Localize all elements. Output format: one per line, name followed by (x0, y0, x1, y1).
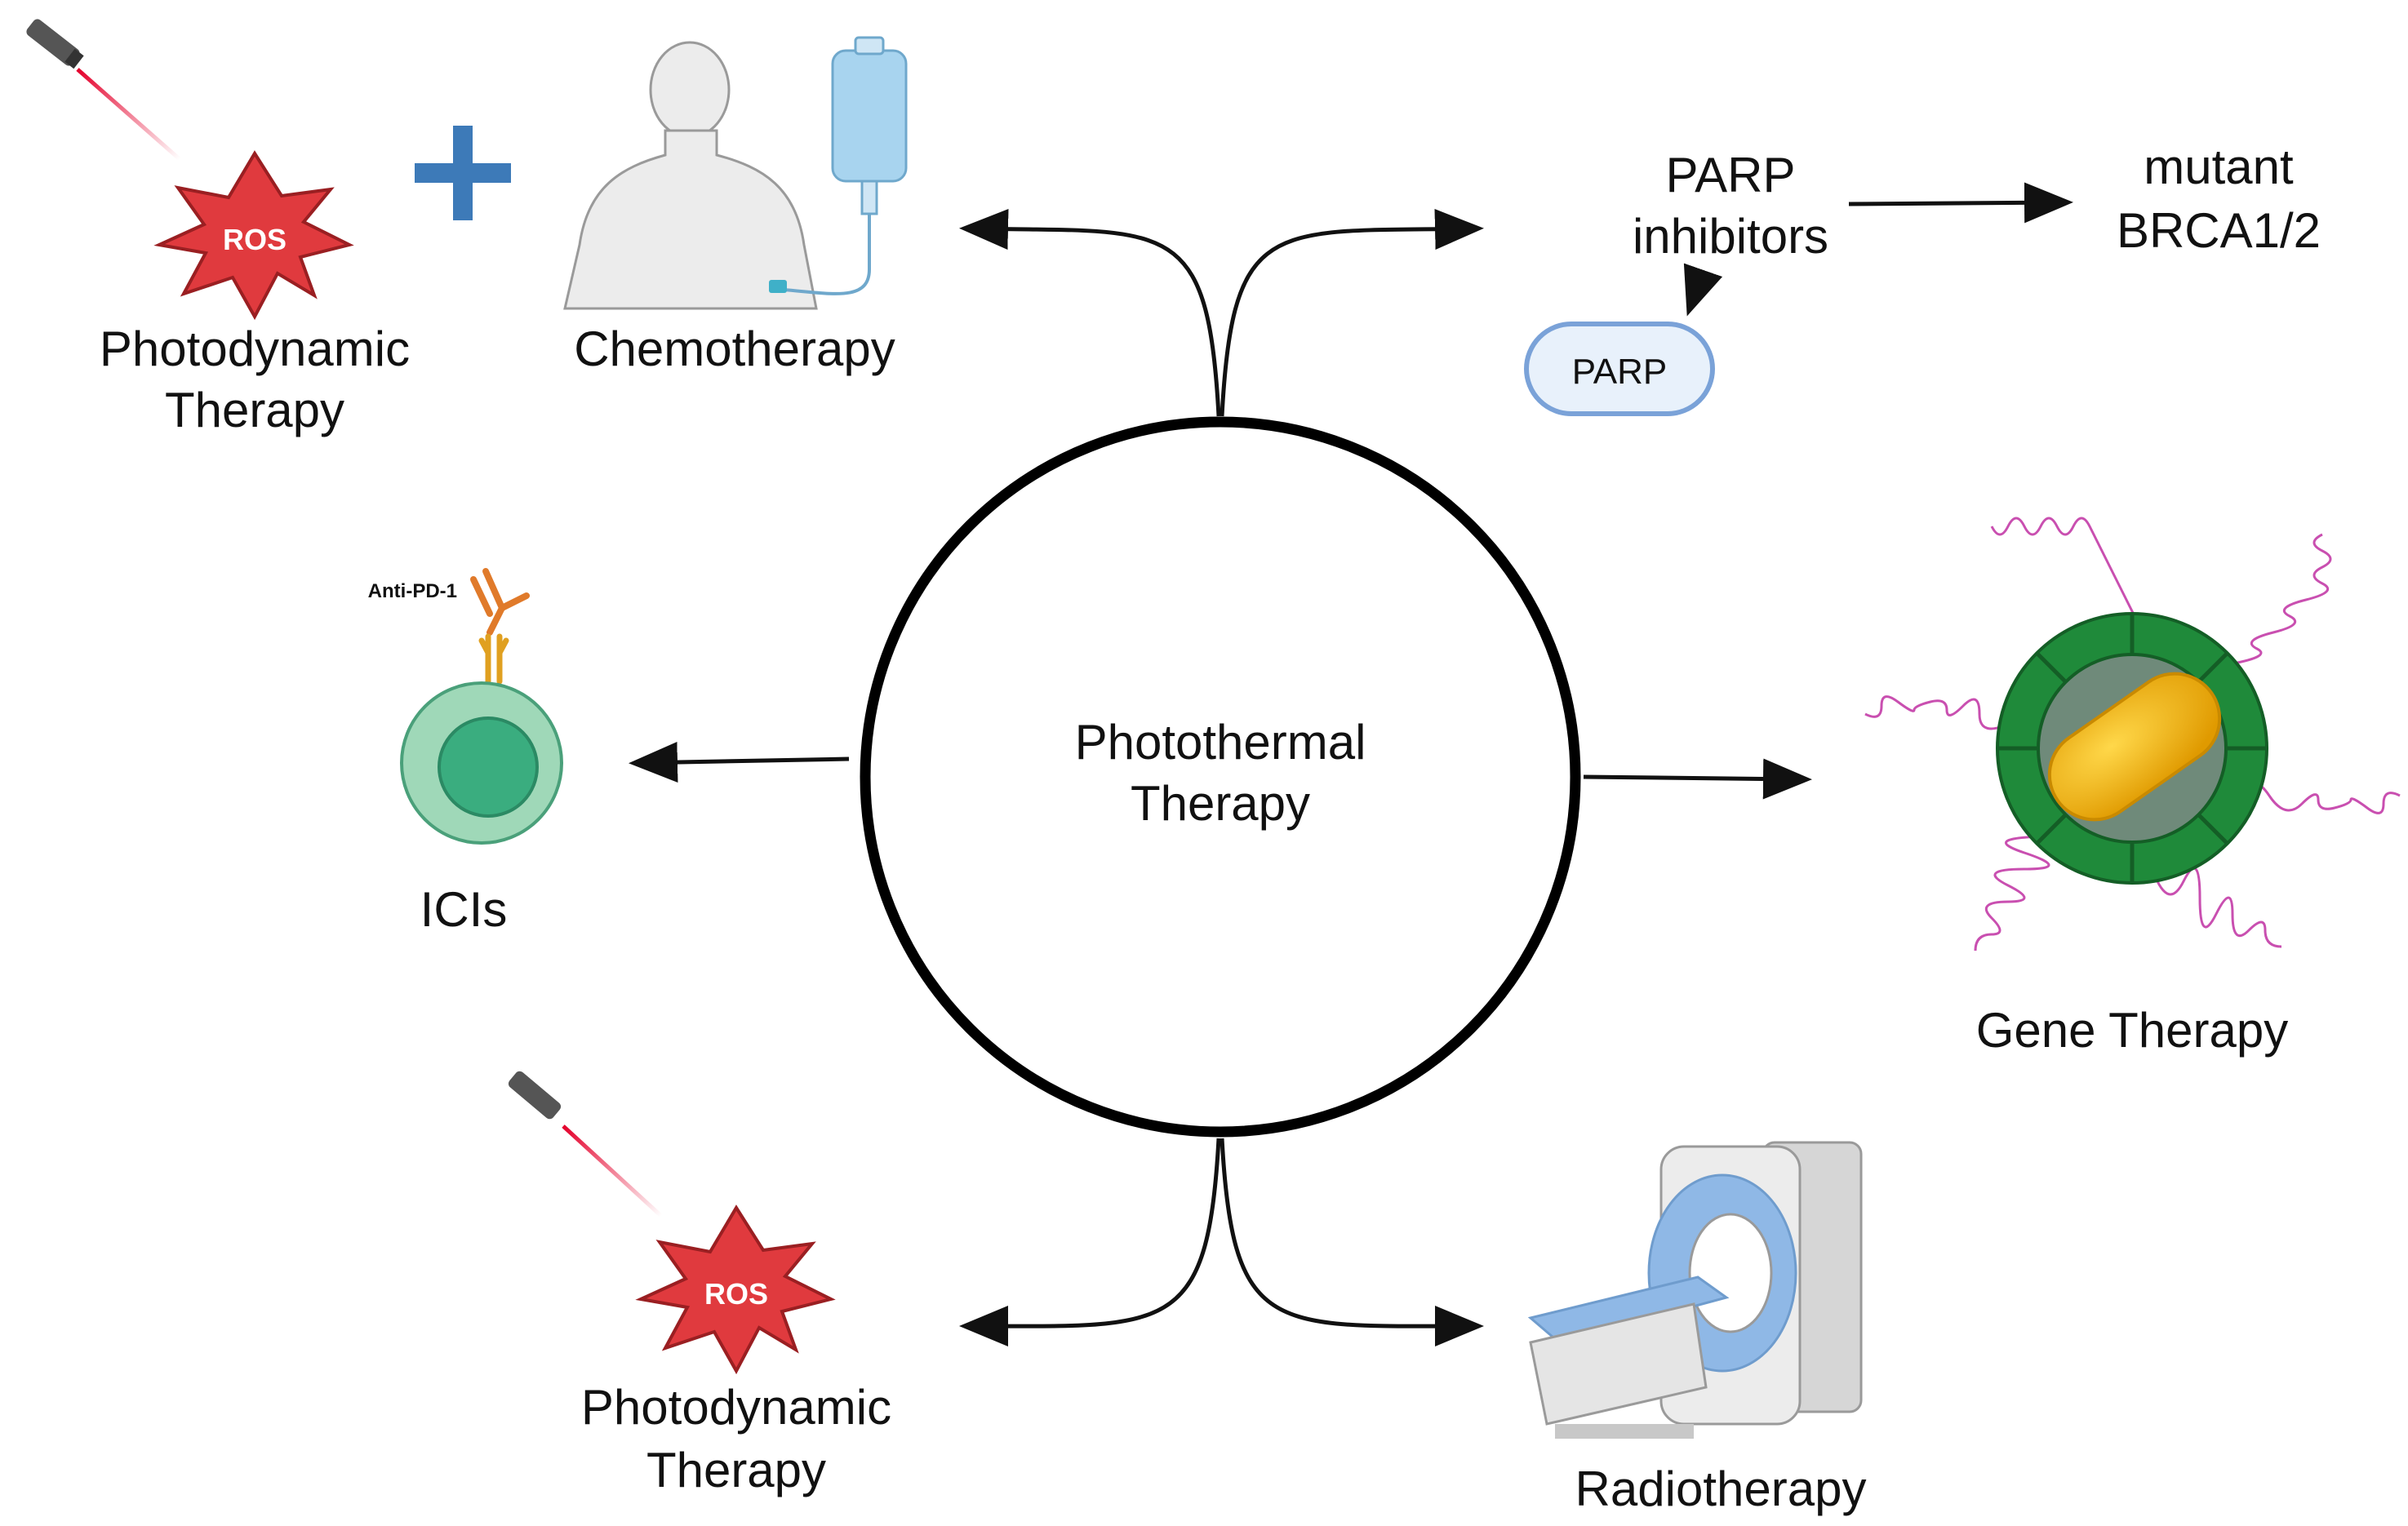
pdt-bottom-label-line2: Therapy (646, 1443, 826, 1497)
arrow-to-gene (1583, 758, 1812, 800)
pd1-receptor-icon (478, 633, 509, 685)
antibody-icon (470, 568, 530, 636)
arrow-to-radiotherapy (1220, 1138, 1484, 1347)
arrow-parp-inhib-to-parp (1683, 263, 1723, 317)
plus-icon (415, 126, 511, 220)
chemotherapy-group: Chemotherapy (563, 36, 908, 376)
ros-label-top: ROS (223, 223, 287, 256)
arrow-to-ici (629, 742, 850, 783)
ici-label: ICIs (420, 882, 508, 937)
pdt-bottom-group: ROS Photodynamic Therapy (508, 1071, 891, 1497)
radiotherapy-label: Radiotherapy (1575, 1462, 1867, 1516)
arrow-to-chemo-pdt (959, 209, 1221, 417)
gene-therapy-label: Gene Therapy (1976, 1003, 2288, 1058)
arrow-to-bottom-pdt (959, 1138, 1221, 1347)
brca-label-line2: BRCA1/2 (2117, 203, 2321, 258)
chemotherapy-label: Chemotherapy (574, 322, 895, 376)
arrow-to-parp (1220, 209, 1484, 417)
gene-therapy-group: Gene Therapy (1864, 517, 2401, 1058)
laser-pointer-icon (508, 1071, 663, 1218)
parp-box-label: PARP (1572, 352, 1668, 392)
center-label-line1: Photothermal (1075, 715, 1366, 770)
parp-box: PARP (1524, 322, 1715, 416)
patient-body-icon (563, 41, 818, 310)
arrow-parp-to-brca (1848, 182, 2073, 224)
iv-bag-icon (769, 36, 908, 295)
center-label-line2: Therapy (1131, 776, 1310, 831)
brca-label-line1: mutant (2144, 140, 2294, 194)
ros-burst-icon: ROS (635, 1204, 836, 1375)
ici-group: Anti-PD-1 ICIs (368, 568, 563, 937)
connector-arrows (629, 182, 2073, 1347)
scanner-icon (1527, 1141, 1863, 1439)
pdt-top-group: ROS Photodynamic Therapy (26, 19, 410, 437)
pdt-top-label-line2: Therapy (165, 383, 344, 437)
radiotherapy-group: Radiotherapy (1527, 1141, 1867, 1516)
anti-pd1-label: Anti-PD-1 (368, 580, 457, 602)
parp-inhibitors-line1: PARP (1666, 148, 1796, 202)
laser-pointer-icon (26, 19, 181, 161)
pdt-top-label-line1: Photodynamic (100, 322, 410, 376)
photothermal-therapy-node: Photothermal Therapy (860, 416, 1581, 1138)
parp-inhibitors-line2: inhibitors (1633, 209, 1828, 264)
parp-group: PARP inhibitors PARP mutant BRCA1/2 (1524, 140, 2321, 416)
ros-burst-icon: ROS (153, 150, 354, 321)
nanoparticle-icon (1996, 612, 2268, 885)
ros-label-bottom: ROS (704, 1277, 768, 1311)
t-cell-icon (400, 681, 563, 845)
pdt-bottom-label-line1: Photodynamic (581, 1380, 891, 1435)
